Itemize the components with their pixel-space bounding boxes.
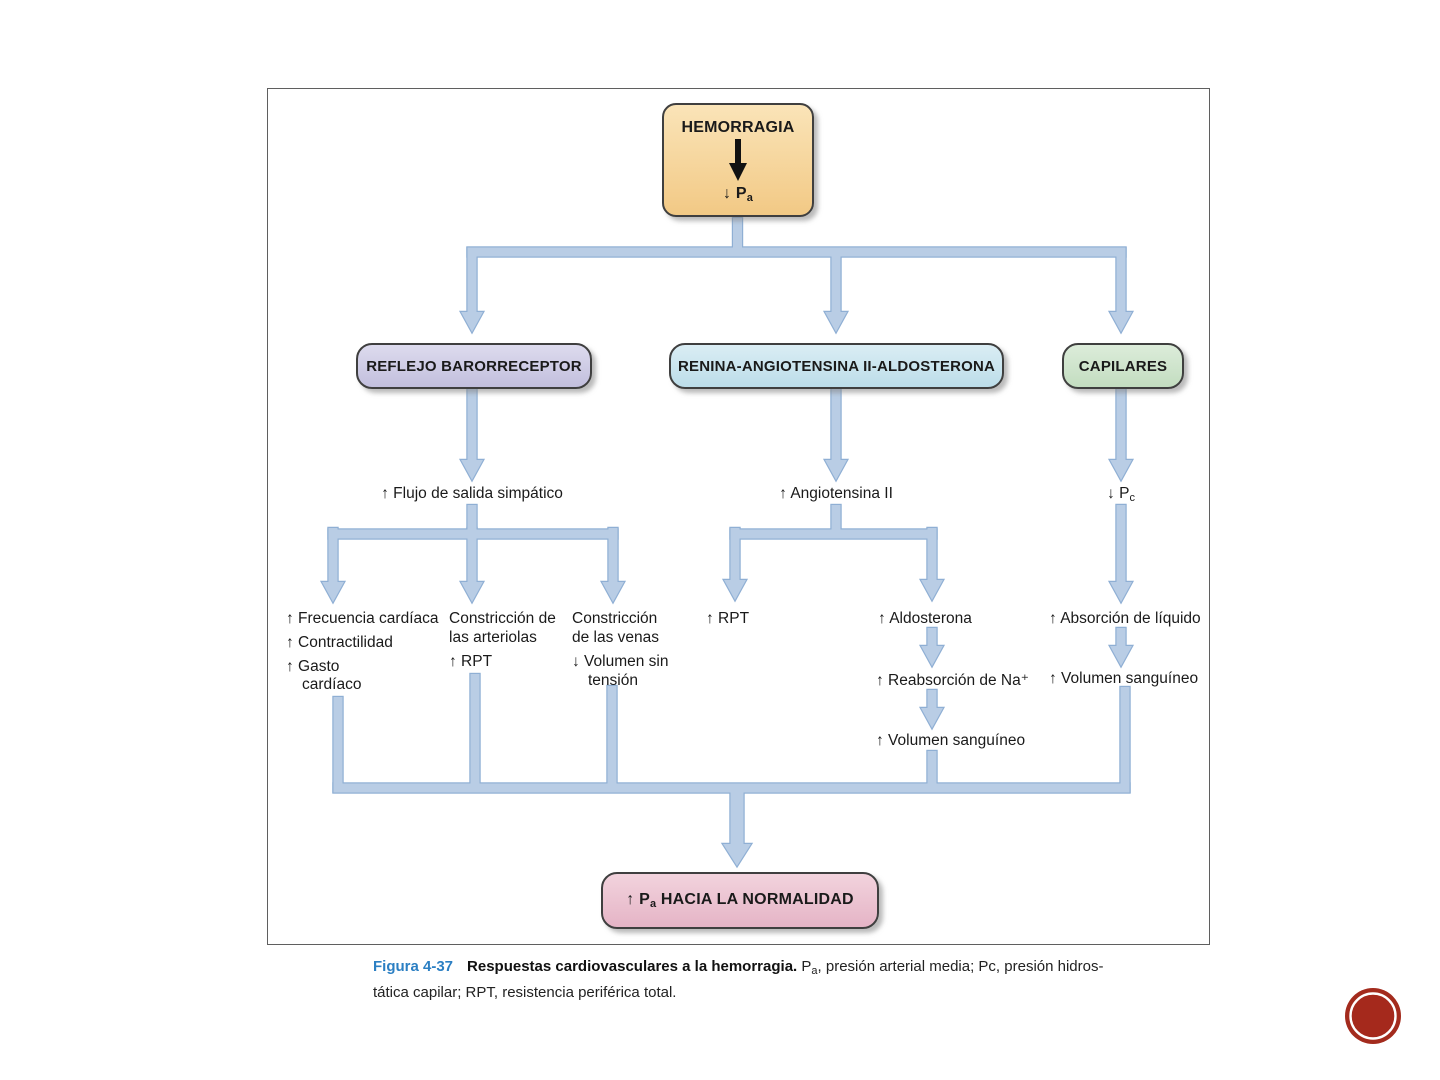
node-reflejo-barorreceptor: REFLEJO BARORRECEPTOR [356, 343, 592, 389]
node-gasto-cardiaco-line2: cardíaco [302, 676, 362, 693]
node-aldosterona: ↑ Aldosterona [878, 610, 972, 627]
figure-number-label: Figura 4-37 [373, 958, 454, 975]
node-rpt-arteriolas: ↑ RPT [449, 653, 493, 670]
outcome-subscript: a [649, 898, 657, 910]
down-arrow-icon [729, 139, 747, 181]
node-contractilidad: ↑ Contractilidad [286, 634, 393, 651]
caption-bold-title: Respuestas cardiovasculares a la hemorra… [467, 958, 798, 975]
node-volumen-sin-tension-line2: tensión [588, 672, 638, 689]
outcome-text: ↑ Pa HACIA LA NORMALIDAD [626, 891, 854, 910]
pa-prefix: ↓ P [722, 185, 747, 202]
node-rpt-renina: ↑ RPT [706, 610, 750, 627]
node-capilares: CAPILARES [1062, 343, 1184, 389]
node-frecuencia-cardiaca: ↑ Frecuencia cardíaca [286, 610, 439, 627]
node-constriccion-arteriolas-line2: las arteriolas [449, 629, 537, 646]
outcome-prefix: ↑ P [626, 891, 650, 908]
node-constriccion-venas-line1: Constricción [572, 610, 658, 627]
caption-line1-rest: , presión arterial media; Pc, presión hi… [817, 958, 1104, 975]
node-angiotensina-ii: ↑ Angiotensina II [779, 485, 893, 502]
red-circle-ornament-icon [1345, 988, 1401, 1044]
node-volumen-sanguineo-capilares: ↑ Volumen sanguíneo [1049, 670, 1199, 687]
node-flujo-simpatico: ↑ Flujo de salida simpático [381, 485, 563, 502]
caption-pa-prefix: P [801, 958, 812, 975]
node-gasto-cardiaco-line1: ↑ Gasto [286, 658, 340, 675]
caption-line1: Figura 4-37 Respuestas cardiovasculares a… [373, 956, 1118, 982]
node-renina-angiotensina: RENINA-ANGIOTENSINA II-ALDOSTERONA [669, 343, 1004, 389]
node-reabsorcion-na: ↑ Reabsorción de Na⁺ [876, 672, 1029, 689]
node-absorcion-liquido: ↑ Absorción de líquido [1049, 610, 1201, 627]
node-pa-normalidad: ↑ Pa HACIA LA NORMALIDAD [601, 872, 879, 929]
node-volumen-sin-tension-line1: ↓ Volumen sin [572, 653, 669, 670]
hemorragia-title: HEMORRAGIA [681, 119, 795, 136]
pa-subscript: a [746, 192, 754, 204]
node-constriccion-venas-line2: de las venas [572, 629, 660, 646]
caption-line2: tática capilar; RPT, resistencia perifér… [373, 984, 677, 1001]
caption-pa: Pa [801, 958, 818, 977]
node-constriccion-arteriolas-line1: Constricción de [449, 610, 556, 627]
figure-caption: Figura 4-37 Respuestas cardiovasculares a… [373, 956, 1118, 1003]
caption-pa-subscript: a [811, 965, 818, 977]
node-volumen-sanguineo-renina: ↑ Volumen sanguíneo [876, 732, 1026, 749]
pc-subscript: c [1129, 492, 1135, 504]
pc-prefix: ↓ P [1107, 485, 1130, 502]
outcome-rest: HACIA LA NORMALIDAD [656, 891, 854, 908]
node-pc: ↓ Pc [1107, 485, 1135, 507]
hemorragia-effect: ↓ Pa [723, 185, 753, 204]
node-hemorragia: HEMORRAGIA ↓ Pa [662, 103, 814, 217]
